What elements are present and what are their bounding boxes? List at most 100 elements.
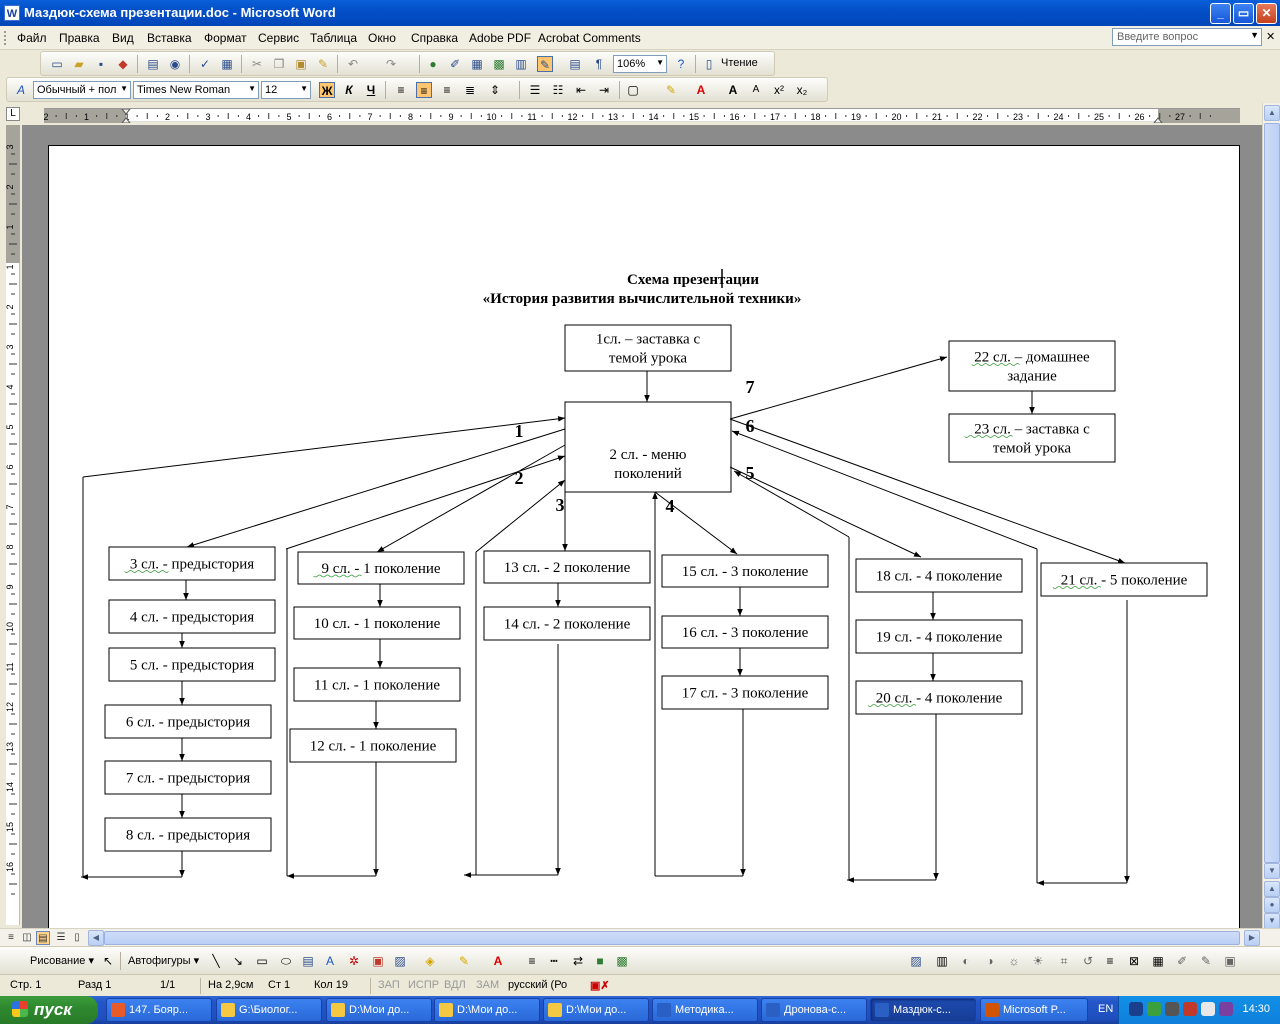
- taskbar-task[interactable]: Microsoft P...: [980, 998, 1088, 1022]
- crop-icon[interactable]: ⌗: [1060, 954, 1068, 968]
- align-left-icon[interactable]: ≡: [397, 83, 405, 97]
- increase-indent-icon[interactable]: ⇥: [598, 83, 610, 97]
- menu-file[interactable]: Файл: [17, 31, 47, 45]
- tab-selector[interactable]: L: [6, 107, 20, 121]
- tray-app-icon[interactable]: [1219, 1002, 1233, 1016]
- line-spacing-icon[interactable]: ⇕: [489, 83, 501, 97]
- print-layout-icon[interactable]: ▤: [36, 931, 50, 945]
- reading-view-icon[interactable]: ▯: [74, 932, 80, 943]
- scroll-right-button[interactable]: ▶: [1244, 930, 1260, 946]
- normal-view-icon[interactable]: ≡: [8, 932, 14, 943]
- menu-window[interactable]: Окно: [368, 31, 396, 45]
- start-button[interactable]: пуск: [0, 996, 98, 1024]
- status-record-macro[interactable]: ЗАП: [378, 979, 400, 991]
- draw-font-color-icon[interactable]: A: [493, 954, 503, 968]
- slide-box-b7[interactable]: [104, 760, 272, 795]
- scroll-up-button[interactable]: ▲: [1264, 105, 1280, 121]
- shrink-font-icon[interactable]: A: [752, 84, 760, 95]
- slide-box-b18[interactable]: [855, 558, 1023, 593]
- style-select[interactable]: Обычный + пол ▼: [33, 81, 131, 99]
- italic-button[interactable]: К: [345, 83, 353, 97]
- dash-style-icon[interactable]: ┅: [550, 954, 558, 968]
- taskbar-task[interactable]: D:\Мои до...: [326, 998, 432, 1022]
- cut-icon[interactable]: ✂: [251, 57, 263, 71]
- research-icon[interactable]: ▦: [221, 57, 233, 71]
- network-icon[interactable]: [1147, 1002, 1161, 1016]
- slide-box-b6[interactable]: [104, 704, 272, 739]
- horizontal-scroll-thumb[interactable]: [104, 931, 1240, 945]
- brightness-down-icon[interactable]: ☀: [1032, 954, 1044, 968]
- diagram-icon[interactable]: ✲: [348, 954, 360, 968]
- font-color-icon[interactable]: A: [696, 83, 706, 97]
- line-color-icon[interactable]: ✎: [458, 954, 470, 968]
- menu-view[interactable]: Вид: [112, 31, 134, 45]
- save-icon[interactable]: ▪: [98, 57, 104, 71]
- copy-icon[interactable]: ❐: [273, 57, 285, 71]
- language-indicator[interactable]: EN: [1098, 1003, 1114, 1015]
- redo-icon[interactable]: ↷: [385, 57, 397, 71]
- contrast-down-icon[interactable]: ◑: [986, 954, 994, 968]
- speaker-icon[interactable]: [1165, 1002, 1179, 1016]
- taskbar-task-active[interactable]: Маздюк-с...: [870, 998, 976, 1022]
- align-right-icon[interactable]: ≡: [443, 83, 451, 97]
- slide-box-b1[interactable]: [564, 324, 732, 372]
- taskbar-task[interactable]: G:\Биолог...: [216, 998, 322, 1022]
- zoom-select[interactable]: 106% ▼: [613, 55, 667, 73]
- menu-format[interactable]: Формат: [204, 31, 247, 45]
- previous-page-button[interactable]: ▲: [1264, 881, 1280, 897]
- tray-hide-icon[interactable]: [1129, 1002, 1143, 1016]
- scroll-down-button[interactable]: ▼: [1264, 863, 1280, 879]
- slide-box-b14[interactable]: [483, 606, 651, 641]
- brightness-up-icon[interactable]: ☼: [1008, 954, 1020, 968]
- text-wrapping-icon[interactable]: ▦: [1152, 954, 1164, 968]
- taskbar-task[interactable]: D:\Мои до...: [543, 998, 649, 1022]
- taskbar-task[interactable]: Дронова-с...: [761, 998, 867, 1022]
- slide-box-b13[interactable]: [483, 550, 651, 584]
- paste-icon[interactable]: ▣: [295, 57, 307, 71]
- menu-acrobat-comments[interactable]: Acrobat Comments: [538, 31, 641, 45]
- slide-box-b23[interactable]: [948, 413, 1116, 463]
- select-objects-icon[interactable]: ↖: [102, 954, 114, 968]
- vertical-scroll-thumb[interactable]: [1264, 123, 1280, 863]
- slide-box-b11[interactable]: [293, 667, 461, 702]
- rotate-icon[interactable]: ↺: [1082, 954, 1094, 968]
- grow-font-icon[interactable]: A: [728, 83, 738, 97]
- help-search-input[interactable]: Введите вопрос ▼: [1112, 28, 1262, 46]
- set-transparent-icon[interactable]: ✎: [1200, 954, 1212, 968]
- document-map-icon[interactable]: ▤: [569, 57, 581, 71]
- slide-box-b20[interactable]: [855, 680, 1023, 715]
- reset-picture-icon[interactable]: ▣: [1224, 954, 1236, 968]
- maximize-button[interactable]: ▭: [1233, 3, 1254, 24]
- print-preview-icon[interactable]: ◉: [169, 57, 181, 71]
- flag-icon[interactable]: [1201, 1002, 1215, 1016]
- document-page[interactable]: Схема презентации«История развития вычис…: [48, 145, 1240, 928]
- align-center-icon[interactable]: ≡: [416, 82, 432, 98]
- textbox-tool-icon[interactable]: ▤: [302, 954, 314, 968]
- first-line-indent-marker[interactable]: [121, 109, 131, 115]
- permission-icon[interactable]: ◆: [118, 57, 128, 71]
- status-track-changes[interactable]: ИСПР: [408, 979, 440, 991]
- scroll-left-button[interactable]: ◀: [88, 930, 104, 946]
- bold-button[interactable]: Ж: [319, 82, 335, 98]
- antivirus-icon[interactable]: [1183, 1002, 1197, 1016]
- taskbar-task[interactable]: Методика...: [652, 998, 758, 1022]
- justify-icon[interactable]: ≣: [464, 83, 476, 97]
- slide-box-b17[interactable]: [661, 675, 829, 710]
- slide-box-b9[interactable]: [297, 551, 465, 585]
- status-language[interactable]: русский (Ро: [508, 979, 568, 991]
- font-select[interactable]: Times New Roman ▼: [133, 81, 259, 99]
- numbering-icon[interactable]: ☰: [529, 83, 541, 97]
- slide-box-b4[interactable]: [108, 599, 276, 634]
- styles-icon[interactable]: A: [16, 83, 25, 97]
- clipart-icon[interactable]: ▣: [372, 954, 384, 968]
- picture-line-style-icon[interactable]: ≡: [1106, 954, 1114, 968]
- undo-icon[interactable]: ↶: [347, 57, 359, 71]
- oval-tool-icon[interactable]: ⬭: [280, 954, 292, 968]
- minimize-button[interactable]: _: [1210, 3, 1231, 24]
- horizontal-scrollbar[interactable]: ≡ ◫ ▤ ☰ ▯ ◀ ▶: [0, 928, 1280, 946]
- slide-box-b2[interactable]: [564, 401, 732, 493]
- superscript-icon[interactable]: x²: [774, 83, 784, 97]
- help-icon[interactable]: ?: [677, 57, 685, 71]
- menu-adobe-pdf[interactable]: Adobe PDF: [469, 31, 532, 45]
